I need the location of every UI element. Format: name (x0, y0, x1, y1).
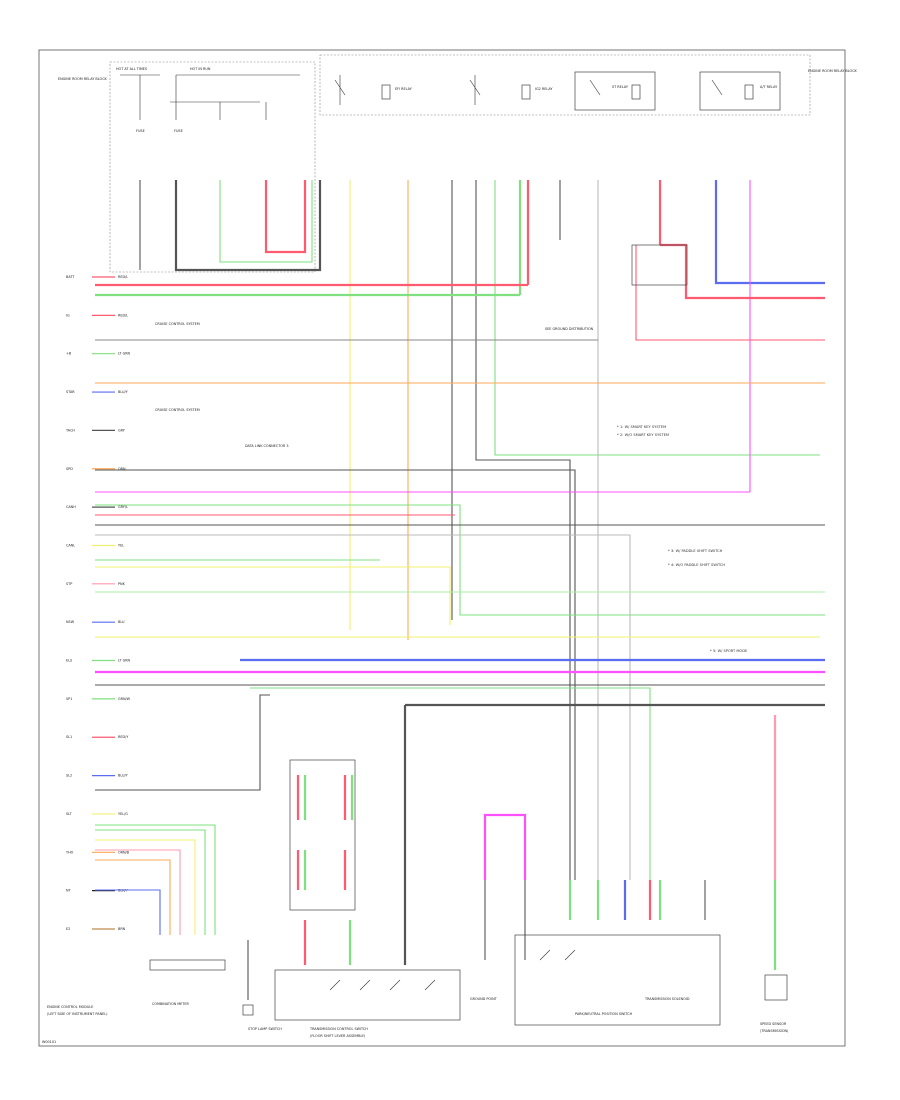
note-2: * 2: W/O SMART KEY SYSTEM (617, 433, 669, 437)
park-neutral-group (483, 813, 721, 1026)
relay-block-frame (319, 54, 811, 116)
ecm-pin-name: ELS (66, 659, 72, 663)
ecm-pin-list: BATT RED/L IG RED/L +B LT GRN STAR BLU/Y TACH GRY… (65, 275, 131, 931)
data-link-label: DATA LINK CONNECTOR 3 (245, 444, 289, 448)
note-5: * 5: W/ SPORT MODE (710, 649, 748, 653)
right-junction-box (631, 244, 688, 286)
note-3: * 3: W/ PADDLE SHIFT SWITCH (668, 549, 723, 553)
ecm-pin-name: SL1 (66, 735, 72, 739)
ecm-pin-name: BATT (66, 275, 75, 279)
ecm-pin-wire: GRY (118, 428, 126, 432)
ecm-pin-name: E2 (66, 927, 70, 931)
right-red-wire (660, 243, 825, 300)
diagram-code: W00101 (42, 1040, 56, 1044)
ecm-pin-name: +B (66, 352, 72, 356)
relay-3-label: ST RELAY (612, 85, 629, 89)
transmission-solenoid-wires (568, 880, 706, 920)
hot-label-a: HOT AT ALL TIMES (116, 67, 147, 71)
cruise-label-2: CRUISE CONTROL SYSTEM (155, 408, 200, 412)
relay-1-label: EFI RELAY (395, 87, 413, 91)
speed-sensor-label: SPEED SENSOR (760, 1022, 787, 1026)
relay-4-label: A/T RELAY (760, 85, 778, 89)
relay-group (334, 71, 781, 111)
fuse-label-a: FUSE (136, 129, 145, 133)
ecm-pin-wire: BLU (118, 620, 125, 624)
ecm-pin-wire: LT GRN (118, 352, 131, 356)
ecm-sublabel: (LEFT SIDE OF INSTRUMENT PANEL) (47, 1012, 108, 1016)
ecm-pin-name: STAR (66, 390, 75, 394)
ecm-pin-name: SL2 (66, 774, 72, 778)
ecm-pin-wire: RED/Y (118, 735, 129, 739)
cruise-label-1: CRUISE CONTROL SYSTEM (155, 322, 200, 326)
combination-meter-label: COMBINATION METER (152, 1002, 190, 1006)
ecm-pin-wire: YEL/G (118, 812, 128, 816)
tcm-label: TRANSMISSION CONTROL SWITCH (309, 1027, 368, 1031)
speed-sensor-sublabel: (TRANSMISSION) (760, 1029, 789, 1033)
hot-label-b: HOT IN RUN (190, 67, 211, 71)
note-1: * 1: W/ SMART KEY SYSTEM (617, 425, 666, 429)
relay-block-label: ENGINE ROOM RELAY BLOCK (58, 77, 108, 81)
relay-2-label: IG2 RELAY (535, 87, 553, 91)
ecm-pin-name: SLT (66, 812, 73, 816)
right-pink-wire (635, 245, 825, 341)
ecm-pin-wire: RED/L (118, 313, 128, 317)
diagram-frame (38, 49, 846, 1047)
top-vertical-wires (139, 180, 825, 880)
ecm-wires (95, 283, 825, 880)
ecm-pin-name: THO (65, 850, 74, 854)
transmission-switch-group (274, 705, 461, 1021)
relay-block-label-right: ENGINE ROOM RELAY BLOCK (808, 69, 858, 73)
ecm-pin-name: SP1 (66, 697, 72, 701)
ecm-pin-name: TACH (65, 428, 75, 432)
fuse-drops (139, 75, 267, 120)
ecm-pin-name: STP (66, 582, 72, 586)
ecm-pin-wire: BLK/Y (118, 889, 129, 893)
stop-lamp-label: STOP LAMP SWITCH (248, 1027, 282, 1031)
see-ground-label: SEE GROUND DISTRIBUTION (545, 327, 594, 331)
ecm-label: ENGINE CONTROL MODULE (47, 1005, 93, 1009)
ecm-pin-wire: RED/L (118, 275, 128, 279)
ecm-pin-wire: GRN/W (118, 697, 131, 701)
fuse-label-b: FUSE (174, 129, 183, 133)
tcm-sublabel: (FLOOR SHIFT LEVER ASSEMBLY) (310, 1034, 366, 1038)
ecm-pin-name: CANH (66, 505, 76, 509)
speed-sensor-group (764, 715, 788, 1001)
note-4: * 4: W/O PADDLE SHIFT SWITCH (668, 563, 725, 567)
ecm-pin-wire: YEL (118, 543, 124, 547)
transmission-solenoid-label: TRANSMISSION SOLENOID (644, 997, 690, 1001)
park-neutral-label: PARK/NEUTRAL POSITION SWITCH (575, 1012, 633, 1016)
ecm-pin-wire: LT GRN (118, 659, 131, 663)
ecm-pin-wire: BLU/Y (118, 774, 129, 778)
ground-point-label: GROUND POINT (470, 997, 498, 1001)
ecm-pin-name: NT (66, 889, 72, 893)
ecm-pin-wire: ORN/B (118, 850, 130, 854)
ecm-pin-wire: ORN (118, 467, 126, 471)
ecm-pin-wire: GRY/L (118, 505, 128, 509)
ecm-pin-wire: BRN (118, 927, 126, 931)
ecm-pin-name: NSW (66, 620, 75, 624)
ecm-pin-name: CANL (66, 543, 75, 547)
fuse-bus (120, 74, 300, 103)
ecm-pin-name: SPD (66, 467, 73, 471)
stop-lamp-group (242, 940, 254, 1016)
ecm-pin-name: IG (66, 313, 70, 317)
fuse-area-frame (109, 61, 316, 273)
ecm-pin-wire: BLU/Y (118, 390, 129, 394)
ecm-pin-wire: PNK (118, 582, 126, 586)
combination-meter-group (95, 694, 270, 971)
